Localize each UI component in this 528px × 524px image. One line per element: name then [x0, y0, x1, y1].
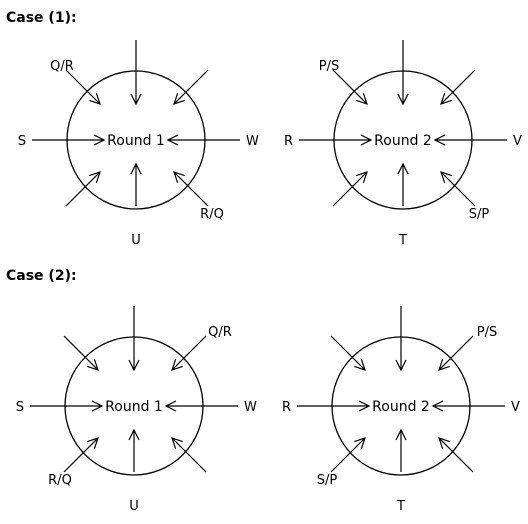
- arrow-label: T: [398, 233, 407, 248]
- arrow-head: [354, 359, 366, 371]
- arrow-head: [171, 359, 183, 371]
- arrow-head: [173, 171, 185, 183]
- round-label: Round 2: [374, 133, 432, 149]
- arrow-label: R: [284, 134, 293, 149]
- arrow-line: [65, 69, 101, 105]
- case-2-heading: Case (2):: [6, 268, 77, 284]
- arrow-line: [332, 69, 368, 105]
- arrow-label: S/P: [469, 207, 490, 222]
- arrow-head: [440, 171, 452, 183]
- arrow-head: [130, 162, 142, 175]
- arrow-head: [395, 428, 407, 441]
- arrow-label: V: [513, 134, 522, 149]
- arrow-head: [356, 93, 368, 105]
- arrow-head: [440, 93, 452, 105]
- case-1-heading: Case (1):: [6, 10, 77, 26]
- arrow-line: [330, 335, 366, 371]
- arrow-label: R: [282, 400, 291, 415]
- arrow-head: [397, 93, 409, 106]
- arrow-line: [438, 335, 474, 371]
- arrow-line: [440, 171, 476, 207]
- arrow-head: [166, 134, 179, 146]
- arrow-head: [87, 437, 99, 449]
- arrow-head: [358, 400, 371, 412]
- arrow-head: [173, 93, 185, 105]
- arrow-label: W: [246, 134, 259, 149]
- arrow-line: [65, 171, 101, 207]
- arrow-head: [128, 428, 140, 441]
- arrow-label: P/S: [319, 59, 339, 74]
- arrow-head: [438, 359, 450, 371]
- arrow-head: [91, 400, 104, 412]
- arrow-line: [173, 69, 209, 105]
- arrow-label: P/S: [477, 325, 497, 340]
- arrow-label: R/Q: [48, 473, 72, 488]
- round-label: Round 1: [105, 399, 163, 415]
- arrow-line: [63, 437, 99, 473]
- arrow-head: [431, 400, 444, 412]
- arrow-head: [93, 134, 106, 146]
- arrow-line: [440, 69, 476, 105]
- arrow-head: [128, 359, 140, 372]
- arrow-head: [397, 162, 409, 175]
- round-label: Round 2: [372, 399, 430, 415]
- arrow-head: [89, 93, 101, 105]
- arrow-label: Q/R: [208, 325, 232, 340]
- arrow-head: [438, 437, 450, 449]
- arrow-line: [171, 335, 207, 371]
- arrow-label: T: [396, 499, 405, 514]
- arrow-line: [173, 171, 209, 207]
- round-label: Round 1: [107, 133, 165, 149]
- arrow-line: [171, 437, 207, 473]
- arrow-label: R/Q: [200, 207, 224, 222]
- arrow-label: W: [244, 400, 257, 415]
- arrow-head: [433, 134, 446, 146]
- arrow-head: [395, 359, 407, 372]
- arrow-label: U: [129, 499, 139, 514]
- arrow-head: [87, 359, 99, 371]
- arrow-label: S/P: [317, 473, 338, 488]
- arrow-line: [438, 437, 474, 473]
- arrow-head: [354, 437, 366, 449]
- arrow-line: [63, 335, 99, 371]
- arrow-head: [164, 400, 177, 412]
- arrow-head: [171, 437, 183, 449]
- arrow-head: [130, 93, 142, 106]
- arrow-label: S: [18, 134, 26, 149]
- arrow-label: Q/R: [50, 59, 74, 74]
- arrow-label: S: [16, 400, 24, 415]
- arrow-line: [332, 171, 368, 207]
- arrow-line: [330, 437, 366, 473]
- arrow-label: V: [511, 400, 520, 415]
- arrow-label: U: [131, 233, 141, 248]
- arrow-head: [360, 134, 373, 146]
- arrow-head: [356, 171, 368, 183]
- arrow-head: [89, 171, 101, 183]
